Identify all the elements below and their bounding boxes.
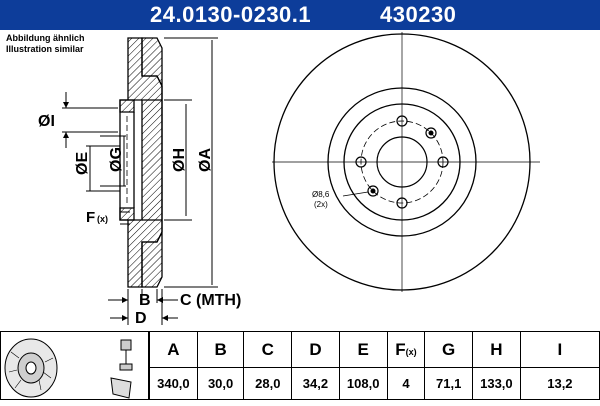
value-e: 108,0: [338, 367, 388, 400]
value-a: 340,0: [149, 367, 198, 400]
label-f-sub: (x): [97, 214, 108, 224]
part-number: 24.0130-0230.1: [150, 2, 312, 27]
threaded-hole: [425, 127, 437, 139]
disc-cross-section: [119, 37, 163, 288]
bolt-hole: [355, 156, 367, 168]
hole-count-label: (2x): [314, 200, 328, 209]
technical-drawing: ØI ØE ØG ØH ØA F (x) B C (MTH) D Ø8,6 (2…: [38, 32, 540, 327]
value-g: 71,1: [424, 367, 473, 400]
header-f: F(x): [386, 331, 426, 368]
header-bar: 24.0130-0230.1 430230: [0, 0, 600, 30]
header-h: H: [472, 331, 521, 368]
bolt-hole: [437, 156, 449, 168]
header-d: D: [291, 331, 340, 368]
label-b: B: [139, 292, 151, 309]
value-f: 4: [386, 367, 426, 400]
dimension-lines: [62, 37, 218, 325]
value-b: 30,0: [196, 367, 245, 400]
label-dia-h: ØH: [171, 148, 188, 172]
header-e: E: [338, 331, 388, 368]
label-dia-g: ØG: [108, 147, 125, 172]
value-i: 13,2: [519, 367, 600, 400]
label-dia-i: ØI: [38, 113, 55, 130]
note-line-de: Abbildung ähnlich: [6, 33, 85, 43]
bolt-hole: [396, 197, 408, 209]
specs-table: A B C D E F(x) G H I 340,0 30,0 28,0 34,…: [149, 331, 600, 400]
note-line-en: Illustration similar: [6, 44, 84, 54]
label-dia-e: ØE: [74, 152, 91, 175]
product-thumbnail: [0, 331, 149, 400]
bolt-hole: [396, 115, 408, 127]
disc-front-view: [272, 32, 540, 292]
header-c: C: [243, 331, 293, 368]
label-c: C (MTH): [180, 292, 241, 309]
label-f: F: [86, 209, 95, 226]
illustration-note: Abbildung ähnlich Illustration similar: [6, 33, 85, 55]
label-d: D: [135, 310, 147, 327]
header-b: B: [196, 331, 245, 368]
specs-header-row: A B C D E F(x) G H I: [149, 331, 600, 368]
header-i: I: [519, 331, 600, 368]
header-a: A: [149, 331, 198, 368]
value-d: 34,2: [291, 367, 340, 400]
value-c: 28,0: [243, 367, 293, 400]
label-dia-a: ØA: [197, 148, 214, 172]
header-g: G: [424, 331, 473, 368]
threaded-hole: [367, 185, 379, 197]
specs-value-row: 340,0 30,0 28,0 34,2 108,0 4 71,1 133,0 …: [149, 367, 600, 400]
header-f-sub: (x): [405, 346, 417, 357]
value-h: 133,0: [472, 367, 521, 400]
hole-diameter-label: Ø8,6: [312, 190, 330, 199]
reference-number: 430230: [380, 2, 457, 27]
